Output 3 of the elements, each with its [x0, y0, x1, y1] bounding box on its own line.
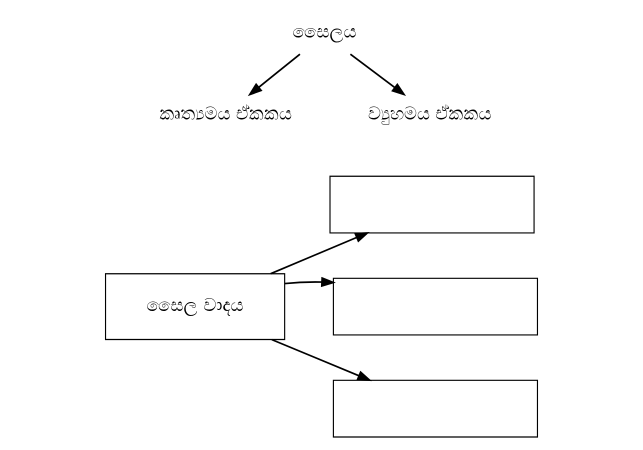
node-text: සෛලය [292, 22, 356, 43]
node-text: ව්‍යුහමය ඒකකය [368, 103, 492, 124]
node-text: කෘත්‍යමය ඒකකය [159, 103, 292, 124]
